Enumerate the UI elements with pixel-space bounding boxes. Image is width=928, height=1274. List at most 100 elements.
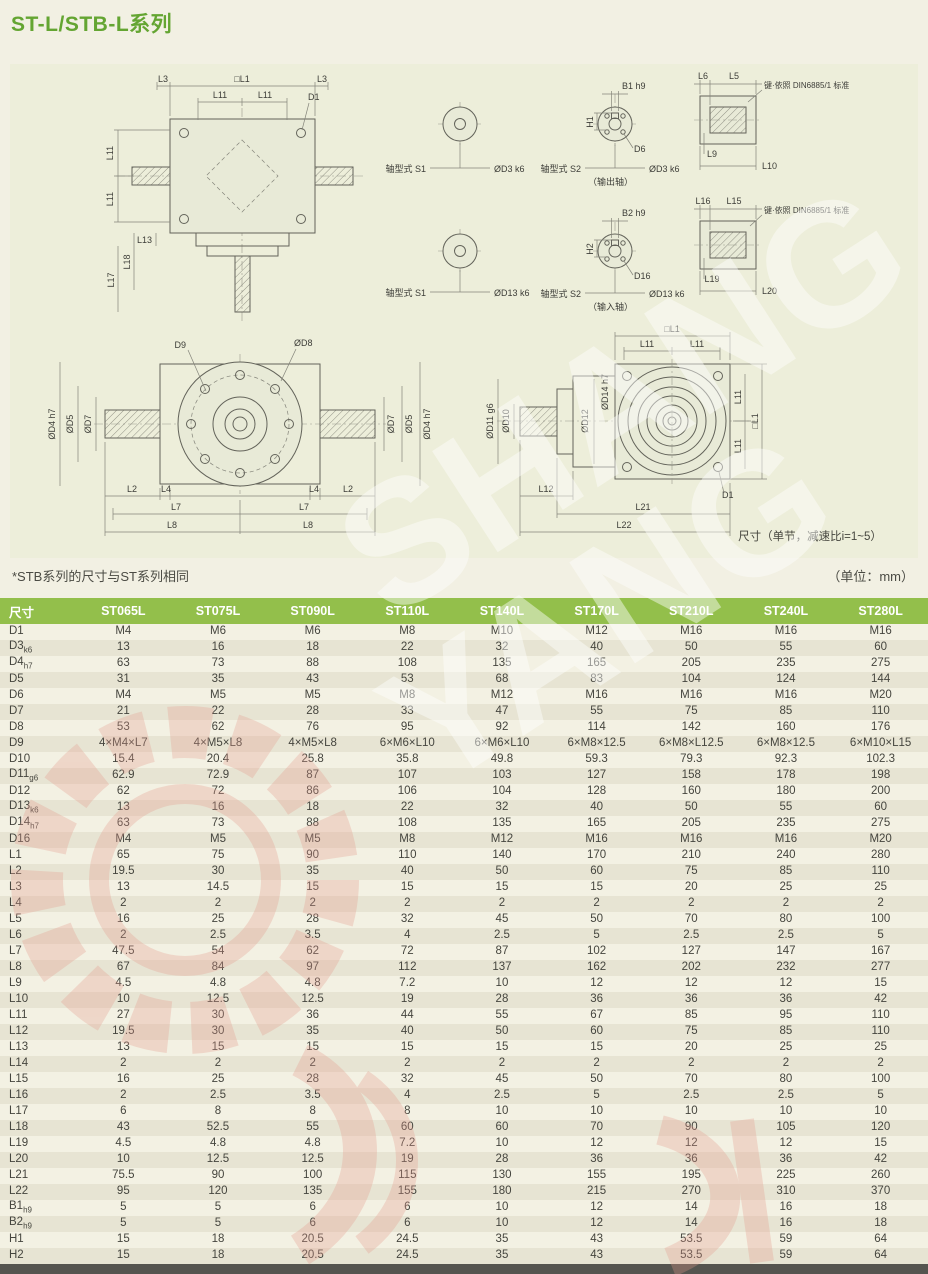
table-cell: 32 <box>495 801 509 814</box>
keyway-input: L16 L15 键·依照 DIN6885/1 标准 L19 L20 <box>694 196 849 296</box>
table-cell: 50 <box>495 865 509 878</box>
table-cell: 19.5 <box>112 865 135 878</box>
table-cell: 7.2 <box>399 1137 416 1150</box>
table-cell: 6×M8×12.5 <box>756 737 816 750</box>
shaft-type-s2-input: B2 h9 H2 D16 轴型式 S2 （输入轴） ØD13 k6 <box>540 208 684 312</box>
table-cell: 105 <box>776 1121 796 1134</box>
table-cell: 20.5 <box>301 1233 324 1246</box>
table-cell: 280 <box>871 849 891 862</box>
table-cell: 73 <box>211 657 225 670</box>
dim-label: L11 <box>105 192 115 206</box>
table-cell: 60 <box>495 1121 509 1134</box>
table-cell: 12 <box>779 1137 793 1150</box>
table-cell: 15 <box>874 977 888 990</box>
table-cell: 170 <box>587 849 607 862</box>
row-label: L22 <box>9 1185 29 1198</box>
table-cell: 50 <box>495 1025 509 1038</box>
table-cell: 16 <box>116 1073 130 1086</box>
table-cell: 28 <box>495 993 509 1006</box>
table-cell: 6 <box>404 1201 411 1214</box>
table-cell: 14 <box>684 1217 698 1230</box>
table-cell: 127 <box>681 945 701 958</box>
table-cell: 75 <box>211 849 225 862</box>
header-cell-model: ST170L <box>549 598 644 624</box>
table-cell: 2.5 <box>209 1089 226 1102</box>
page-title: ST-L/STB-L系列 <box>11 13 173 36</box>
table-cell: 103 <box>492 769 512 782</box>
row-label: L19 <box>9 1137 29 1150</box>
table-cell: 28 <box>306 705 320 718</box>
dim-label: L11 <box>733 390 743 404</box>
table-cell: 54 <box>211 945 225 958</box>
table-cell: 40 <box>400 1025 414 1038</box>
dim-label: L5 <box>729 71 739 81</box>
dim-label: ØD12 <box>580 409 590 433</box>
table-cell: 35 <box>306 1025 320 1038</box>
table-cell: 162 <box>587 961 607 974</box>
table-cell: 30 <box>211 1025 225 1038</box>
row-label: D4h7 <box>9 656 33 671</box>
table-cell: 370 <box>871 1185 891 1198</box>
table-cell: 3.5 <box>304 929 321 942</box>
table-cell: 60 <box>590 1025 603 1038</box>
table-cell: 200 <box>871 785 891 798</box>
table-cell: 30 <box>211 865 225 878</box>
shaft-type-s2-output: B1 h9 H1 D6 轴型式 S2 （输出轴） ØD3 k6 <box>540 81 679 187</box>
table-cell: 275 <box>871 657 891 670</box>
table-cell: 59 <box>779 1233 793 1246</box>
table-cell: 6×M10×L15 <box>849 737 912 750</box>
table-cell: M20 <box>869 689 892 702</box>
table-cell: 44 <box>400 1009 414 1022</box>
table-cell: 83 <box>590 673 603 686</box>
dim-label: ØD4 h7 <box>422 408 432 439</box>
table-cell: 25 <box>779 1041 793 1054</box>
dim-label: L11 <box>213 90 227 100</box>
dim-label: B2 h9 <box>622 208 646 218</box>
table-cell: 135 <box>303 1185 323 1198</box>
dim-label: D16 <box>634 271 651 281</box>
table-cell: 43 <box>590 1233 603 1246</box>
table-cell: 4 <box>404 1089 411 1102</box>
table-cell: 16 <box>211 641 225 654</box>
table-cell: 165 <box>587 817 607 830</box>
dim-label: D1 <box>722 490 734 500</box>
table-cell: 42 <box>874 1153 888 1166</box>
table-cell: 60 <box>400 1121 414 1134</box>
table-cell: 4.8 <box>209 977 226 990</box>
table-cell: 36 <box>590 993 603 1006</box>
row-label: D6 <box>9 689 24 702</box>
row-label: L3 <box>9 881 22 894</box>
table-cell: M12 <box>585 625 608 638</box>
table-cell: 33 <box>400 705 414 718</box>
table-cell: 102 <box>587 945 607 958</box>
table-cell: 55 <box>779 641 793 654</box>
table-cell: 16 <box>779 1217 793 1230</box>
table-cell: 53 <box>400 673 414 686</box>
table-cell: 178 <box>776 769 796 782</box>
table-cell: 4.5 <box>115 1137 132 1150</box>
dim-label: B1 h9 <box>622 81 646 91</box>
dimension-drawing: L3 □L1 L3 L11 L11 D1 L11 L11 L13 <box>47 71 882 543</box>
table-cell: 225 <box>776 1169 796 1182</box>
table-cell: 167 <box>871 945 891 958</box>
table-cell: 6×M6×L10 <box>474 737 530 750</box>
table-cell: 18 <box>306 641 320 654</box>
table-cell: 120 <box>871 1121 891 1134</box>
table-cell: 110 <box>871 1025 890 1038</box>
table-cell: 2.5 <box>683 1089 700 1102</box>
table-cell: 104 <box>681 673 701 686</box>
table-cell: 12.5 <box>206 1153 230 1166</box>
dim-label: □L1 <box>234 74 249 84</box>
table-cell: 67 <box>590 1009 603 1022</box>
table-cell: 15 <box>400 881 414 894</box>
table-cell: 30 <box>211 1009 225 1022</box>
dim-label: L18 <box>122 254 132 269</box>
table-cell: 100 <box>871 1073 891 1086</box>
table-cell: M16 <box>774 833 798 846</box>
